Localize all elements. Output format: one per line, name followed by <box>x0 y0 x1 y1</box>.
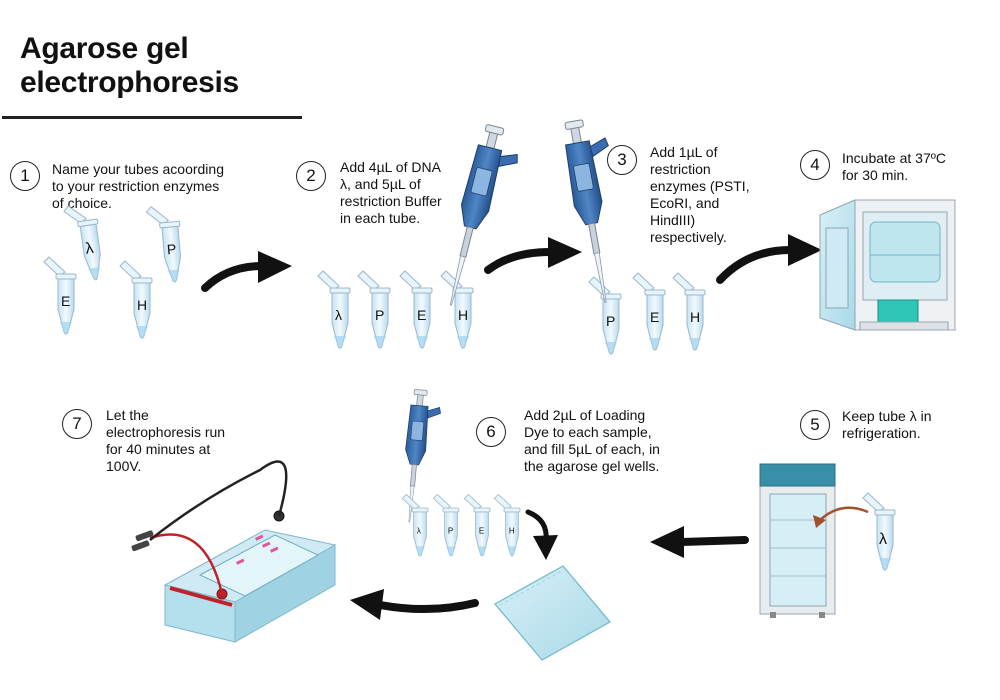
step-5-number: 5 <box>800 410 830 440</box>
refrigerator <box>759 463 836 618</box>
svg-text:λ: λ <box>335 307 342 323</box>
svg-text:P: P <box>448 527 453 536</box>
step1-tube-e: E <box>43 256 77 335</box>
svg-text:E: E <box>417 307 426 323</box>
svg-text:E: E <box>479 527 484 536</box>
step-3-number: 3 <box>607 145 637 175</box>
svg-text:H: H <box>509 527 515 536</box>
arrow-step2-to-step3 <box>484 237 582 274</box>
incubator <box>819 199 956 331</box>
svg-text:H: H <box>458 307 468 323</box>
step6-tube-e: E <box>463 493 491 557</box>
svg-text:P: P <box>375 307 384 323</box>
step-1-text: Name your tubes acoording to your restri… <box>52 161 224 211</box>
arrow-step1-to-step2 <box>201 251 292 292</box>
agarose-gel-slab <box>494 565 611 661</box>
step2-tube-e: E <box>399 270 433 349</box>
svg-text:λ: λ <box>879 531 887 548</box>
step3-tube-e: E <box>632 272 666 351</box>
step-4-number: 4 <box>800 150 830 180</box>
step6-tube-h: H <box>493 493 521 557</box>
step-6-number: 6 <box>476 417 506 447</box>
step2-tube-p: P <box>357 270 391 349</box>
step-2-text: Add 4µL of DNA λ, and 5µL of restriction… <box>340 159 442 226</box>
step-1-number: 1 <box>10 161 40 191</box>
step3-pipette <box>559 115 636 306</box>
svg-text:H: H <box>137 297 147 313</box>
step-7-text: Let the electrophoresis run for 40 minut… <box>106 407 226 474</box>
step-3-text: Add 1µL of restriction enzymes (PSTI, Ec… <box>650 144 750 245</box>
step6-pipette <box>398 388 443 525</box>
svg-text:E: E <box>61 293 70 309</box>
step2-tube-lambda: λ <box>317 270 351 349</box>
title-underline <box>2 116 302 119</box>
step1-tube-lambda: λ <box>62 201 107 284</box>
svg-text:H: H <box>690 309 700 325</box>
step-4-text: Incubate at 37ºC for 30 min. <box>842 150 946 183</box>
step6-tube-p: P <box>432 493 460 557</box>
arrow-tubes-to-gel <box>525 509 558 560</box>
step-7-number: 7 <box>62 409 92 439</box>
step1-tube-p: P <box>145 203 186 285</box>
arrow-step3-to-step4 <box>716 234 822 284</box>
svg-text:λ: λ <box>417 527 421 536</box>
step3-tube-p: P <box>588 276 622 355</box>
step2-tube-h: H <box>440 270 474 349</box>
curved-arrow-head <box>813 515 826 528</box>
step-6-text: Add 2µL of Loading Dye to each sample, a… <box>524 407 660 474</box>
electrophoresis-chamber <box>131 460 337 643</box>
svg-text:λ: λ <box>84 240 94 258</box>
step3-tube-h: H <box>672 272 706 351</box>
step-2-number: 2 <box>296 161 326 191</box>
svg-text:P: P <box>606 313 615 329</box>
page-title: Agarose gel electrophoresis <box>20 32 239 99</box>
svg-text:P: P <box>166 241 177 258</box>
arrow-step6-to-step7 <box>350 589 479 620</box>
step5-tube-lambda: λ <box>862 492 896 571</box>
arrow-step5-to-step6 <box>650 526 749 558</box>
step-5-text: Keep tube λ in refrigeration. <box>842 408 932 441</box>
svg-text:E: E <box>650 309 659 325</box>
step1-tube-h: H <box>119 260 153 339</box>
step6-tube-lambda: λ <box>401 493 429 557</box>
